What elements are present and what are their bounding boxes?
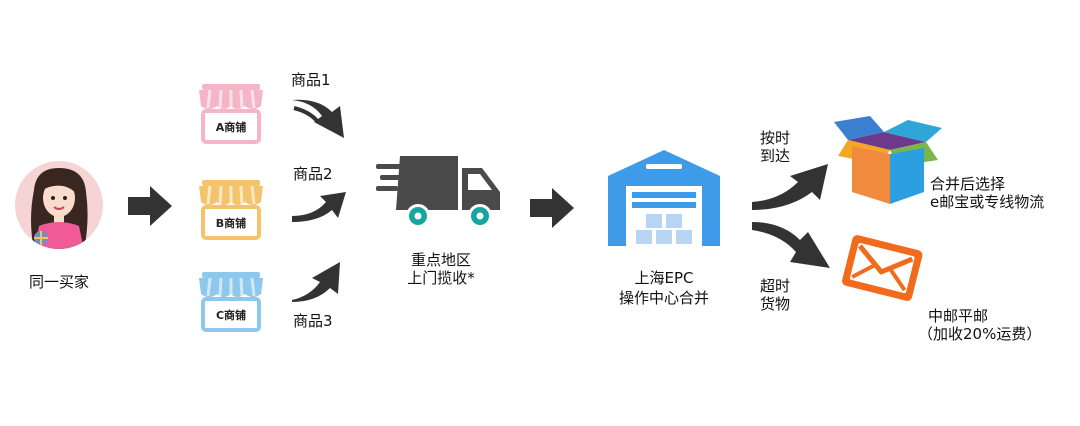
arrow-right-icon [530, 188, 574, 228]
on-time-label-line2: 到达 [760, 147, 791, 165]
buyer-label: 同一买家 [28, 273, 89, 291]
overtime-label-line2: 货物 [760, 295, 791, 313]
warehouse-label-line1: 上海EPC [634, 269, 694, 287]
overtime-result-line2: （加收20%运费） [918, 325, 1042, 343]
product-label-2: 商品2 [293, 165, 333, 183]
curved-arrow-icon [292, 262, 344, 302]
pickup-label-line1: 重点地区 [410, 251, 471, 269]
on-time-label-line1: 按时 [760, 129, 791, 147]
shop-label: C商铺 [216, 308, 246, 322]
on-time-result-line1: 合并后选择 [930, 175, 1006, 193]
product-label-1: 商品1 [291, 71, 331, 89]
curved-arrow-icon [752, 164, 830, 210]
on-time-result-line2: e邮宝或专线物流 [930, 193, 1045, 211]
curved-arrow-icon [292, 98, 346, 140]
overtime-label-line1: 超时 [760, 277, 791, 295]
open-box-icon [834, 116, 944, 204]
overtime-result-line1: 中邮平邮 [928, 307, 989, 325]
shop-icon-b: B商铺 [196, 180, 266, 240]
shop-label: A商铺 [216, 120, 247, 134]
shop-label: B商铺 [216, 216, 246, 230]
curved-arrow-icon [752, 222, 832, 272]
warehouse-icon [608, 150, 720, 250]
curved-arrow-icon [292, 188, 346, 222]
truck-icon [376, 150, 506, 236]
shop-icon-c: C商铺 [196, 272, 266, 332]
envelope-icon [840, 232, 924, 306]
shop-icon-a: A商铺 [196, 84, 266, 144]
warehouse-label-line2: 操作中心合并 [618, 289, 709, 307]
buyer-avatar-icon [14, 160, 104, 250]
product-label-3: 商品3 [293, 312, 333, 330]
arrow-right-icon [128, 186, 172, 226]
pickup-label-line2: 上门揽收* [407, 269, 475, 287]
